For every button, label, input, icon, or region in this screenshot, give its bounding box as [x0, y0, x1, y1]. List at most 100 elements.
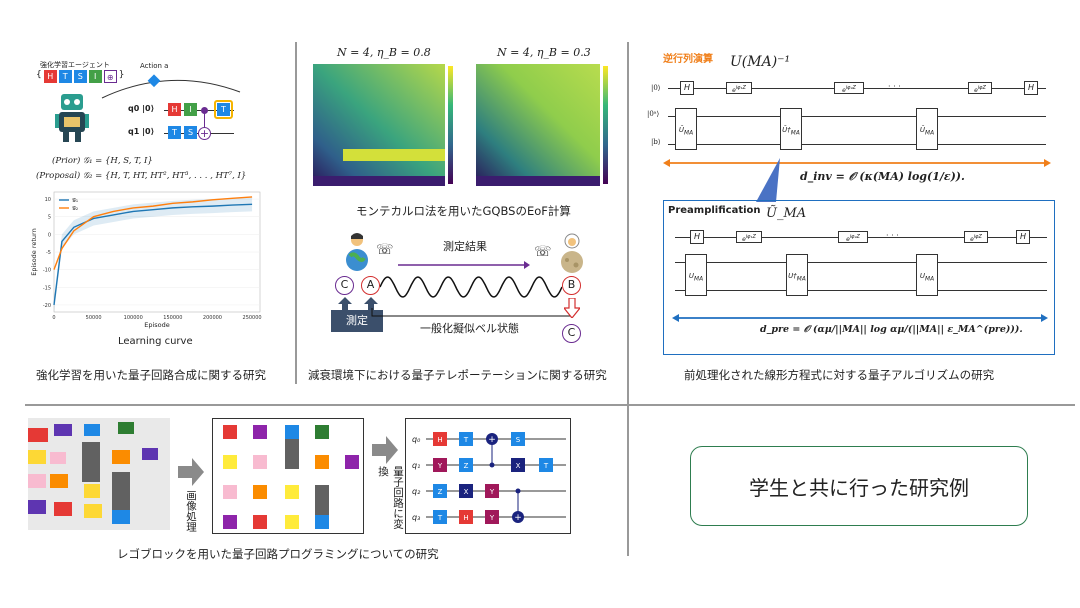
gate-h-top-right: H: [1024, 81, 1038, 95]
colorbar-1: [448, 66, 453, 184]
gate-x: [511, 458, 525, 472]
gate-label: Z: [438, 488, 443, 496]
gate-t: [539, 458, 553, 472]
divider-horizontal: [25, 404, 1075, 406]
inverse-label: 逆行列演算: [663, 54, 713, 65]
y-tick-label: -15: [43, 285, 51, 291]
gate-label: T: [463, 436, 469, 444]
gate-set-row: { H T S I ⊕ }: [36, 70, 125, 83]
qubit-label: q₂: [412, 487, 421, 496]
phone-icon-left: ☏: [376, 242, 394, 258]
gate-h: [433, 432, 447, 446]
gate-h: [459, 510, 473, 524]
gate-label: Y: [489, 514, 495, 522]
x-tick-label: 0: [52, 315, 55, 321]
wave-link: [379, 272, 563, 306]
colorbar-2: [603, 66, 608, 184]
measure-box: 測定: [331, 310, 383, 332]
gate-s: S: [184, 126, 197, 139]
caption-rl: 強化学習を用いた量子回路合成に関する研究: [36, 368, 266, 382]
research-examples-box: 学生と共に行った研究例: [690, 446, 1028, 526]
y-tick-label: -20: [43, 303, 51, 309]
y-tick-label: -5: [46, 250, 51, 256]
y-tick-label: 10: [45, 197, 51, 203]
orange-span: [663, 153, 1051, 172]
gate-label: X: [464, 488, 469, 496]
gate-t-q1: T: [168, 126, 181, 139]
x-tick-label: 200000: [203, 315, 222, 321]
pre-u-ma-3: UMA: [916, 254, 938, 296]
phase-gate-3: eiφZ: [968, 82, 992, 94]
pre-phase-2: eiφ₂Z: [838, 231, 868, 243]
pre-dots: · · ·: [886, 231, 899, 240]
qubit-label: q₀: [412, 435, 421, 444]
action-arrow: [100, 70, 250, 104]
preamp-title: Preamplification: [668, 205, 761, 216]
gate-label: H: [437, 436, 442, 444]
heatmap1-title: N = 4, η_B = 0.8: [337, 46, 431, 59]
q1-label: q1 |0⟩: [128, 127, 155, 136]
bell-state-label: 一般化擬似ベル状態: [420, 322, 519, 335]
heatmap-1: [313, 64, 445, 186]
divider-vertical-left: [295, 42, 297, 384]
proposal-set: (Proposal) 𝒢₂ = {H, T, HT, HT², HT³, . .…: [36, 171, 247, 181]
cnot-plus: +: [514, 513, 522, 523]
cnot-control: [489, 462, 495, 468]
robot-icon: [55, 92, 89, 142]
ket-0a: |0ᵃ⟩: [647, 110, 660, 118]
cnot-plus: +: [488, 435, 496, 445]
action-label: Action a: [140, 62, 169, 70]
phone-icon-right: ☏: [534, 244, 552, 260]
chart-title: Learning curve: [118, 336, 193, 347]
series-line: [53, 196, 253, 270]
series-line: [53, 203, 253, 306]
heatmap-caption: モンテカルロ法を用いたGQBSのEoF計算: [356, 204, 571, 218]
cnot-control: [515, 488, 521, 494]
gate-label: H: [463, 514, 468, 522]
convert-label: 量子回路に変換: [377, 466, 404, 529]
legend-label: 𝒢₁: [72, 198, 78, 204]
d-inv-formula: d_inv = 𝒪 (κ(MA) log(1/ε)).: [800, 170, 965, 183]
node-c-right: C: [562, 324, 581, 343]
cnot-target: [486, 433, 498, 445]
ket-0: |0⟩: [651, 84, 661, 92]
measure-result-arrow: [398, 254, 530, 273]
gate-t-highlight: T: [214, 100, 233, 119]
measure-result-label: 測定結果: [443, 240, 487, 253]
pre-gate-h-left: H: [690, 230, 704, 244]
node-b: B: [562, 276, 581, 295]
legend-label: 𝒢₂: [72, 206, 78, 212]
pre-u-ma-1: UMA: [685, 254, 707, 296]
x-tick-label: 100000: [124, 315, 143, 321]
gate-label: S: [516, 436, 521, 444]
gate-label: T: [437, 514, 443, 522]
gate-t: [459, 432, 473, 446]
node-c-left: C: [335, 276, 354, 295]
heatmap2-title: N = 4, η_B = 0.3: [497, 46, 591, 59]
lego-photo: [28, 418, 170, 530]
series-band: [54, 197, 253, 312]
cnot-target: +: [198, 127, 211, 140]
gate-label: X: [516, 462, 521, 470]
gate-label: Y: [489, 488, 495, 496]
heatmap-2: [476, 64, 600, 186]
gate-x: [459, 484, 473, 498]
y-tick-label: 5: [48, 215, 51, 221]
gate-i: I: [184, 103, 197, 116]
x-tick-label: 150000: [163, 315, 182, 321]
phase-gate-2: eiφ₂Z: [834, 82, 864, 94]
caption-teleportation: 減衰環境下における量子テレポーテーションに関する研究: [308, 368, 607, 382]
gate-h-top-left: H: [680, 81, 694, 95]
gate-label: Y: [437, 462, 443, 470]
x-axis-label: Episode: [144, 321, 170, 329]
moon-astronaut-icon: [557, 232, 587, 278]
y-axis-label: Episode return: [30, 228, 38, 275]
measure-up-arrows: [336, 296, 382, 315]
prior-set: (Prior) 𝒢₁ = {H, S, T, I}: [52, 156, 153, 166]
qubit-label: q₃: [412, 513, 420, 522]
arrow-right-2: [372, 436, 398, 468]
x-tick-label: 50000: [86, 315, 102, 321]
divider-vertical-right: [627, 42, 629, 556]
